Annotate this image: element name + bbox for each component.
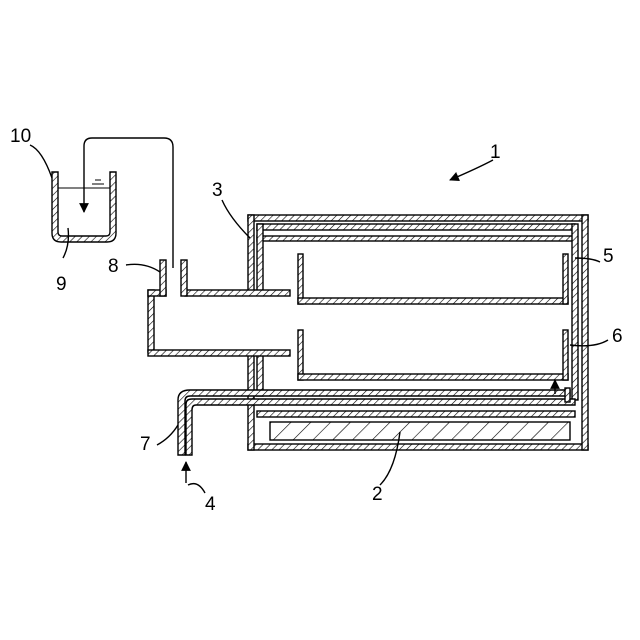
condensate-line <box>84 138 173 268</box>
heater <box>270 422 570 440</box>
label-9: 9 <box>56 274 67 295</box>
label-7: 7 <box>140 434 151 455</box>
label-4: 4 <box>205 494 216 515</box>
label-10: 10 <box>10 126 31 147</box>
exhaust-duct <box>148 260 290 356</box>
bottom-wall <box>257 411 575 417</box>
label-5: 5 <box>603 246 614 267</box>
label-8: 8 <box>108 256 119 277</box>
label-3: 3 <box>212 180 223 201</box>
label-2: 2 <box>372 484 383 505</box>
upper-tray <box>298 254 568 304</box>
lower-tray <box>298 330 568 380</box>
label-6: 6 <box>612 326 623 347</box>
label-1: 1 <box>490 142 501 163</box>
